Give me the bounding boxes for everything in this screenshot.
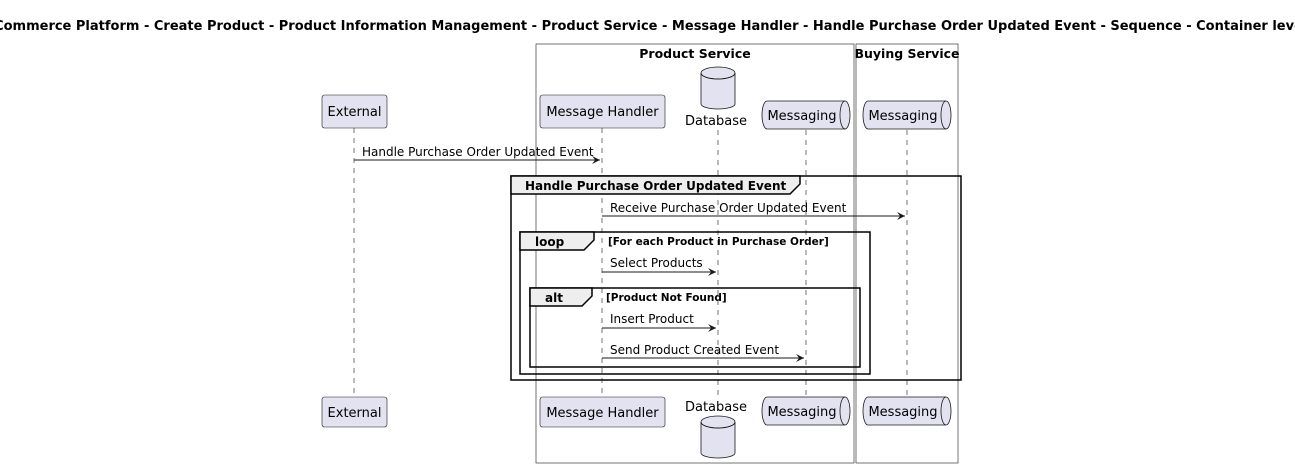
alt-frame-keyword: alt <box>545 291 563 305</box>
product-service-box-title: Product Service <box>639 46 750 61</box>
participant-label: Database <box>685 400 747 415</box>
participant-message-handler-top: Message Handler <box>539 94 666 129</box>
participant-label: Messaging <box>767 405 836 420</box>
group-frame-label: Handle Purchase Order Updated Event <box>525 179 786 193</box>
group-frame: Handle Purchase Order Updated Event <box>510 175 962 381</box>
loop-frame-condition: [For each Product in Purchase Order] <box>608 236 829 248</box>
participant-messaging-product-top: Messaging <box>761 100 851 130</box>
alt-frame-condition: [Product Not Found] <box>606 292 727 304</box>
participant-label: Messaging <box>868 109 937 124</box>
participant-external-bottom: External <box>321 396 388 428</box>
message-label-3: Select Products <box>610 256 703 270</box>
diagram-title: E Commerce Platform - Create Product - P… <box>0 19 1295 34</box>
participant-label: Messaging <box>868 405 937 420</box>
participant-external-top: External <box>321 94 388 129</box>
participant-label: Message Handler <box>546 105 659 120</box>
participant-label: External <box>328 406 382 421</box>
message-label-5: Send Product Created Event <box>610 343 779 357</box>
participant-database-bottom: Database <box>685 400 747 459</box>
buying-service-box-title: Buying Service <box>854 46 959 61</box>
participant-label: Database <box>685 114 747 129</box>
loop-frame-keyword: loop <box>535 235 565 249</box>
loop-frame: loop [For each Product in Purchase Order… <box>519 231 871 375</box>
participant-database-top: Database <box>685 66 747 129</box>
participant-label: External <box>328 105 382 120</box>
database-icon <box>700 73 736 110</box>
message-label-4: Insert Product <box>610 312 694 326</box>
alt-frame: alt [Product Not Found] <box>529 287 861 368</box>
participant-messaging-buying-bottom: Messaging <box>862 396 952 426</box>
participant-message-handler-bottom: Message Handler <box>539 396 666 428</box>
participant-label: Message Handler <box>546 406 659 421</box>
message-label-1: Handle Purchase Order Updated Event <box>362 145 594 159</box>
participant-label: Messaging <box>767 109 836 124</box>
product-service-box <box>535 43 855 464</box>
participant-messaging-buying-top: Messaging <box>862 100 952 130</box>
participant-messaging-product-bottom: Messaging <box>761 396 851 426</box>
message-label-2: Receive Purchase Order Updated Event <box>610 201 847 215</box>
buying-service-box <box>855 43 959 464</box>
database-icon <box>700 422 736 459</box>
